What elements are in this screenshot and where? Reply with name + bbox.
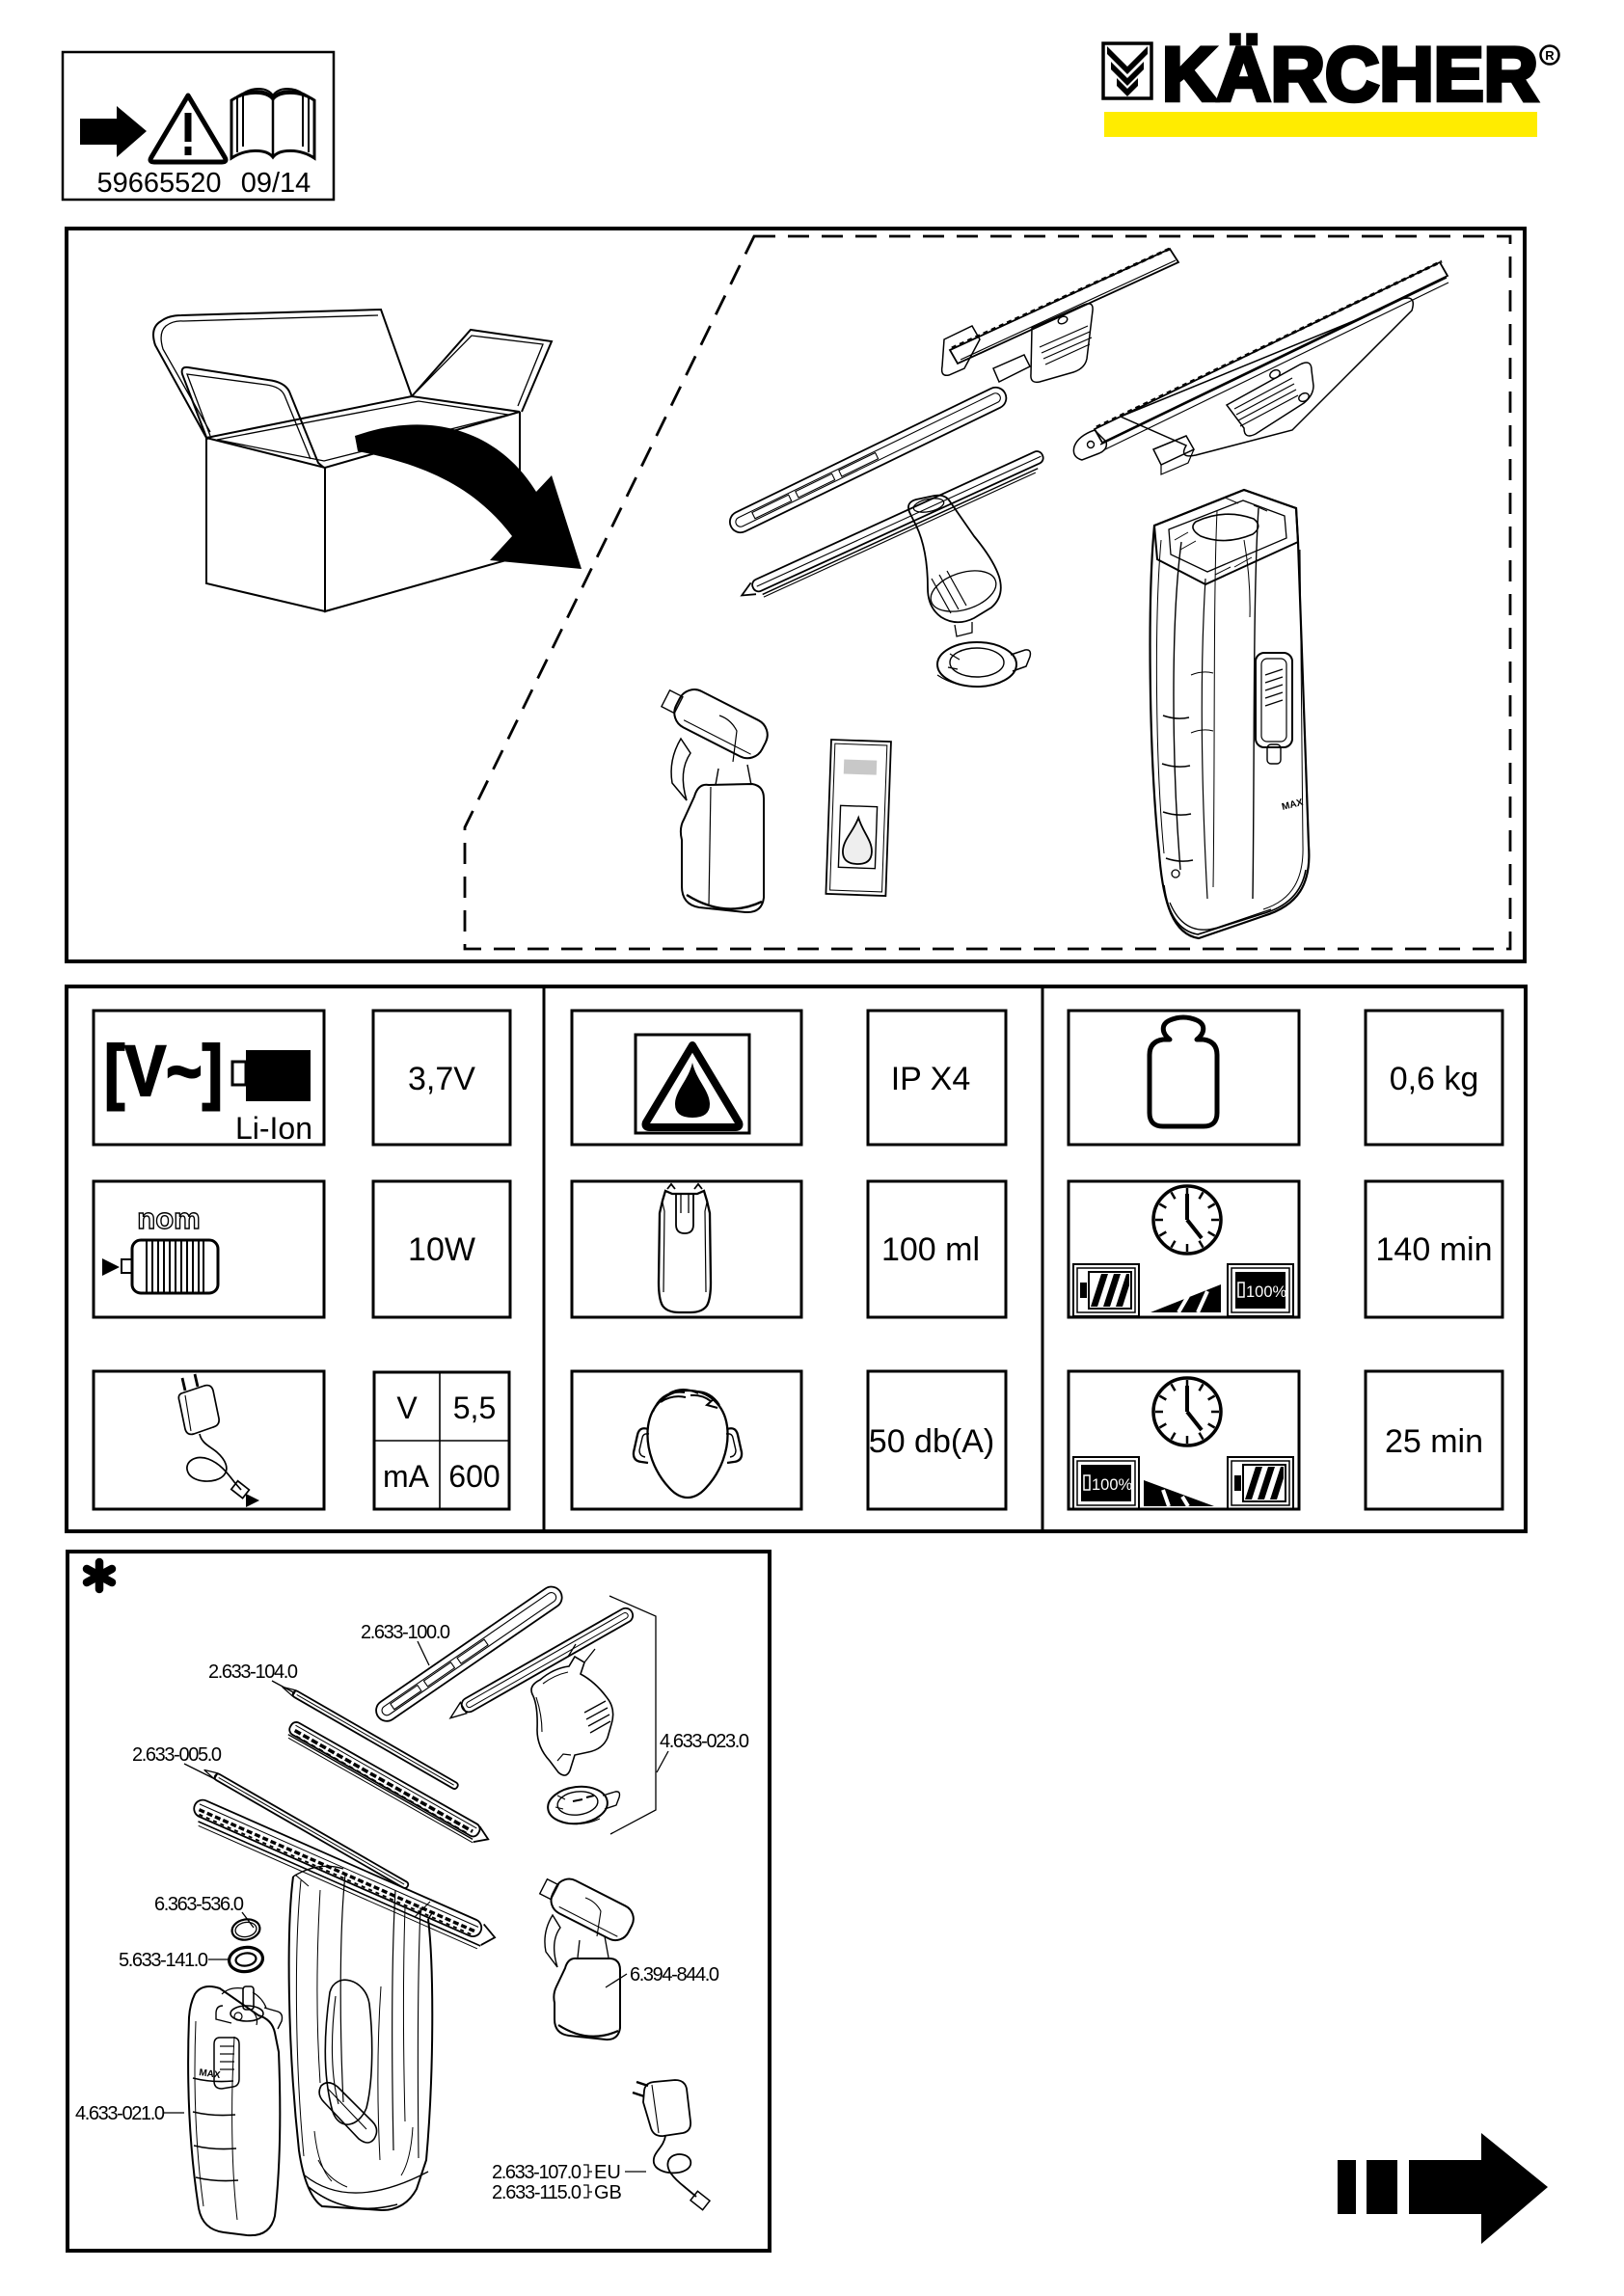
svg-text:MAX: MAX [1281,797,1305,813]
svg-text:nom: nom [137,1202,200,1235]
svg-text:100%: 100% [1246,1283,1287,1301]
svg-text:600: 600 [448,1459,500,1494]
svg-text:100 ml: 100 ml [881,1231,980,1268]
svg-text:EU: EU [594,2162,621,2183]
svg-text:50 db(A): 50 db(A) [869,1423,994,1460]
svg-text:GB: GB [594,2182,622,2203]
svg-text:KÄRCHER: KÄRCHER [1162,31,1538,117]
svg-text:[V~]: [V~] [104,1031,223,1111]
svg-text:5,5: 5,5 [453,1391,496,1425]
svg-text:59665520: 59665520 [96,168,221,199]
svg-text:2.633-100.0: 2.633-100.0 [361,1622,450,1643]
svg-text:6.394-844.0: 6.394-844.0 [630,1964,719,1985]
svg-text:4.633-021.0: 4.633-021.0 [75,2103,165,2124]
svg-text:2.633-005.0: 2.633-005.0 [132,1744,222,1766]
svg-text:3,7V: 3,7V [408,1061,475,1097]
svg-text:Li-Ion: Li-Ion [235,1111,312,1146]
svg-text:V: V [396,1391,418,1425]
svg-text:09/14: 09/14 [241,168,311,199]
svg-text:IP X4: IP X4 [891,1061,971,1097]
svg-text:mA: mA [383,1459,430,1494]
svg-text:2.633-115.0: 2.633-115.0 [492,2182,582,2203]
svg-text:MAX: MAX [199,2067,222,2081]
svg-text:100%: 100% [1092,1476,1133,1494]
svg-text:2.633-107.0: 2.633-107.0 [492,2162,582,2183]
svg-text:140 min: 140 min [1376,1231,1493,1268]
svg-text:R: R [1545,48,1555,63]
svg-text:0,6 kg: 0,6 kg [1390,1061,1479,1097]
svg-text:6.363-536.0: 6.363-536.0 [154,1894,244,1915]
svg-text:25 min: 25 min [1385,1423,1483,1460]
svg-text:4.633-023.0: 4.633-023.0 [660,1731,749,1752]
svg-text:5.633-141.0: 5.633-141.0 [119,1950,208,1971]
svg-text:10W: 10W [408,1231,475,1268]
svg-text:2.633-104.0: 2.633-104.0 [208,1661,298,1683]
